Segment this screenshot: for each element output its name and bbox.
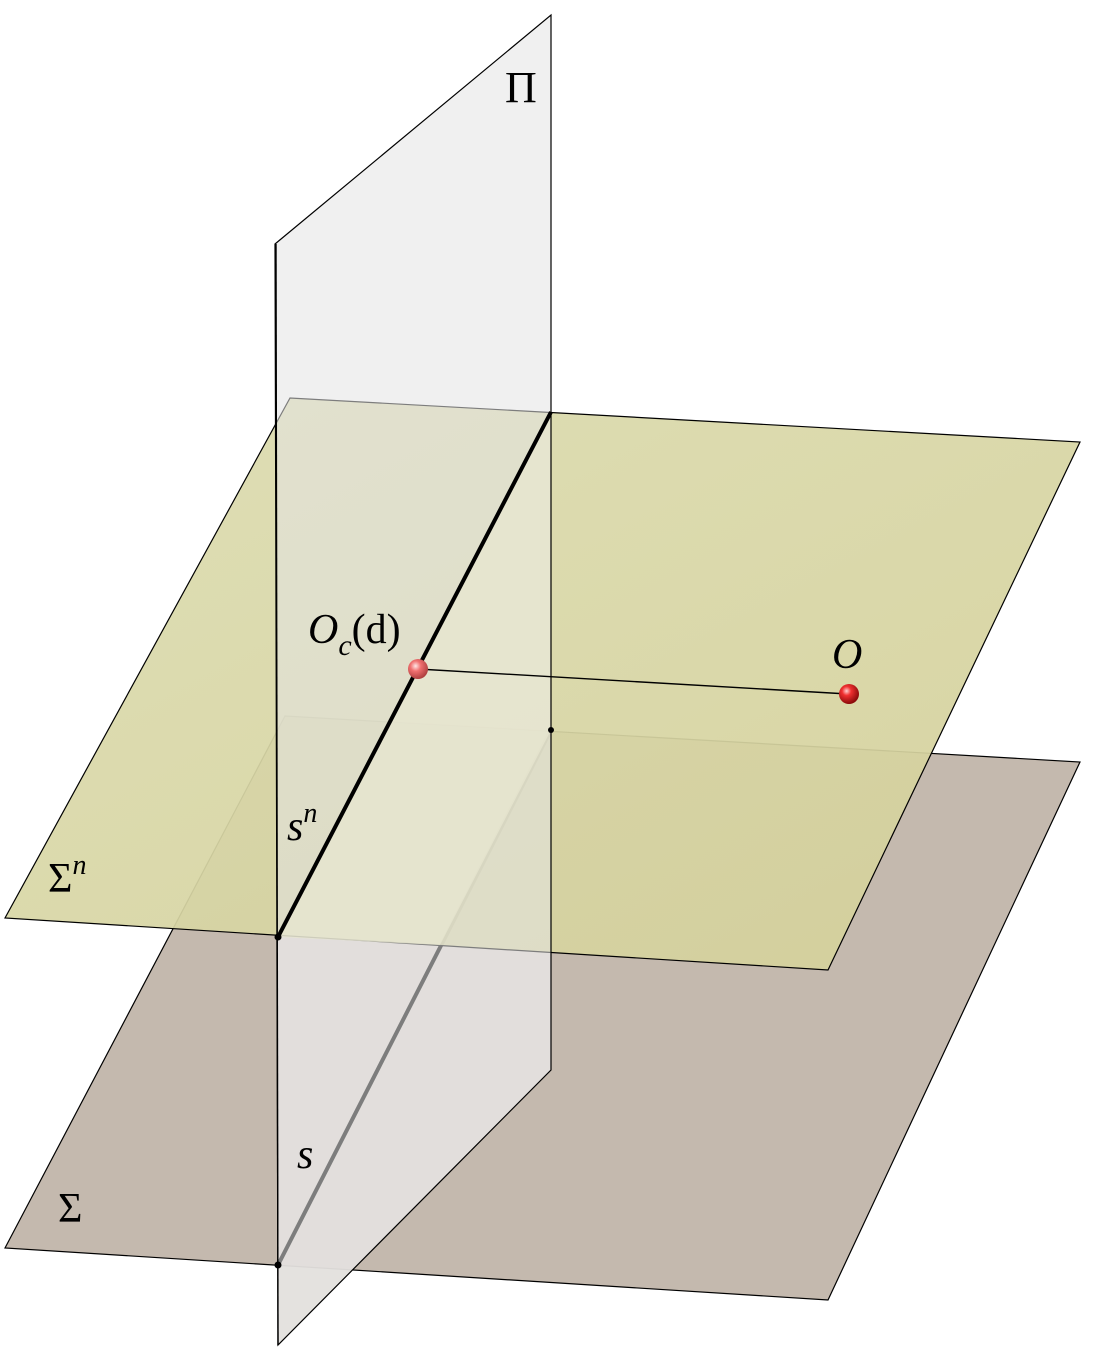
label-oc: Oc(d) (308, 607, 401, 662)
vertex-dot-lower (274, 1261, 282, 1269)
label-pi: Π (505, 63, 537, 112)
label-s-n: sn (287, 798, 317, 850)
label-sigma: Σ (58, 1186, 82, 1232)
label-sigma-n-base: Σ (48, 856, 72, 902)
segment-oc-o (417, 668, 849, 695)
vertex-dot-upper (274, 933, 282, 941)
label-oc-sub: c (338, 629, 351, 662)
vertex-dot-back (548, 727, 554, 733)
label-s-n-sup: n (303, 798, 317, 829)
plane-pi-edge (275, 243, 279, 1346)
label-sigma-n-sup: n (72, 850, 86, 881)
label-oc-base: O (308, 607, 338, 653)
point-o (839, 684, 859, 704)
label-s: s (297, 1132, 313, 1178)
label-o: O (832, 632, 862, 678)
label-oc-suffix: (d) (352, 607, 401, 653)
label-s-n-base: s (287, 804, 303, 850)
point-oc (408, 659, 428, 679)
label-sigma-n: Σn (48, 850, 86, 902)
